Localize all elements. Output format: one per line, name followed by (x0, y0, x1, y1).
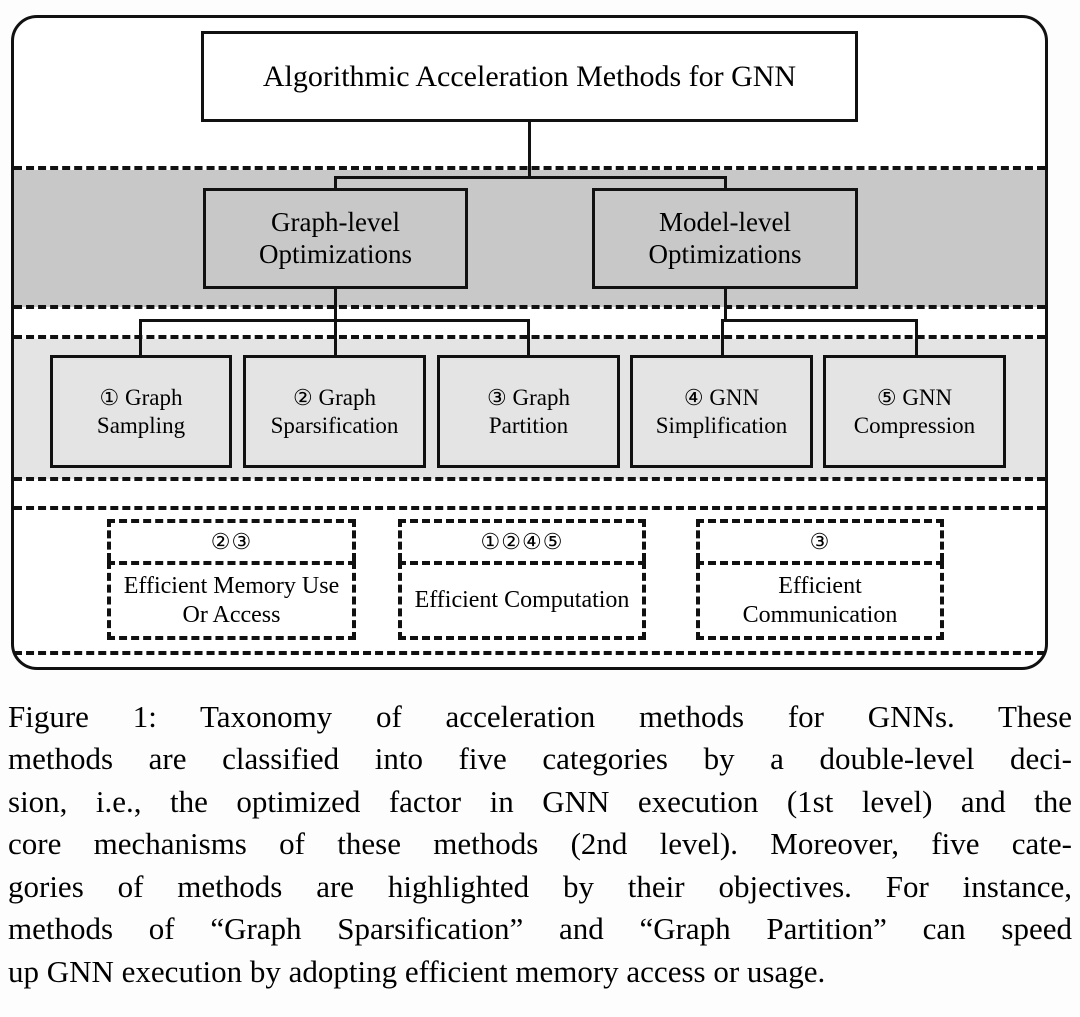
node-graph-level-label: Graph-level Optimizations (206, 207, 465, 271)
objective-communication-line1: Efficient (778, 572, 862, 599)
connector-graph-level-stem (334, 289, 337, 321)
connector-model-level-stem (724, 289, 727, 321)
node-graph-partition[interactable]: ③ Graph Partition (437, 355, 620, 468)
node-model-level-label: Model-level Optimizations (595, 207, 855, 271)
caption-line-2: methods are classified into five categor… (8, 741, 1072, 777)
node-graph-partition-line2: Partition (488, 412, 569, 438)
connector-to-leaf-3 (527, 319, 530, 356)
node-graph-sparsification-line2: Sparsification (270, 412, 399, 438)
node-graph-sparsification[interactable]: ② Graph Sparsification (243, 355, 426, 468)
circled-number-1: ① (99, 385, 120, 411)
node-model-level-line1: Model-level (659, 206, 791, 237)
node-graph-sparsification-line1: Graph (318, 385, 376, 411)
node-graph-level-line2: Optimizations (259, 238, 412, 269)
node-root[interactable]: Algorithmic Acceleration Methods for GNN (201, 31, 858, 122)
objective-computation-line2: Computation (504, 587, 630, 614)
objective-efficient-communication[interactable]: ③ Efficient Communication (696, 519, 944, 640)
caption-line-6: methods of “Graph Sparsification” and “G… (8, 911, 1072, 947)
objective-efficient-computation[interactable]: ①②④⑤ Efficient Computation (398, 519, 646, 640)
node-graph-sampling-line1: Graph (124, 385, 183, 411)
node-graph-partition-line1: Graph (512, 385, 570, 411)
node-graph-sampling-line2: Sampling (96, 412, 186, 438)
objective-computation-tags: ①②④⑤ (398, 519, 646, 561)
node-gnn-simplification[interactable]: ④ GNN Simplification (630, 355, 813, 468)
connector-to-leaf-5 (915, 319, 918, 356)
node-gnn-simplification-line1: GNN (709, 385, 760, 411)
connector-root-stem (528, 122, 531, 179)
node-graph-sampling[interactable]: ① Graph Sampling (50, 355, 232, 468)
connector-to-graph-level (334, 176, 337, 190)
node-graph-level-line1: Graph-level (271, 206, 400, 237)
objective-memory-body: Efficient Memory Use Or Access (107, 561, 356, 640)
objective-computation-line1: Efficient (414, 587, 499, 614)
connector-to-leaf-4 (721, 319, 724, 356)
figure-caption: Figure 1: Taxonomy of acceleration metho… (8, 696, 1072, 993)
node-model-level-optimizations[interactable]: Model-level Optimizations (592, 188, 858, 289)
connector-to-leaf-1 (139, 319, 142, 356)
objective-memory-line1: Efficient Memory (123, 572, 296, 599)
objective-memory-line2: Use Or Access (182, 572, 340, 628)
node-root-label: Algorithmic Acceleration Methods for GNN (262, 59, 797, 93)
caption-line-1: Figure 1: Taxonomy of acceleration metho… (8, 699, 1072, 734)
connector-to-leaf-2 (334, 319, 337, 356)
caption-line-7: up GNN execution by adopting efficient m… (8, 953, 826, 989)
separator-6 (14, 651, 1045, 655)
node-graph-level-optimizations[interactable]: Graph-level Optimizations (203, 188, 468, 289)
separator-5 (14, 506, 1045, 510)
node-gnn-compression[interactable]: ⑤ GNN Compression (823, 355, 1006, 468)
objective-communication-body: Efficient Communication (696, 561, 944, 640)
connector-model-children-bus (721, 319, 918, 322)
separator-2 (14, 305, 1045, 309)
objective-communication-tags: ③ (696, 519, 944, 561)
caption-line-3: sion, i.e., the optimized factor in GNN … (8, 783, 1072, 819)
circled-number-4: ④ (683, 385, 704, 411)
separator-4 (14, 477, 1045, 481)
caption-line-5: gories of methods are highlighted by the… (8, 868, 1072, 904)
node-gnn-simplification-line2: Simplification (655, 412, 788, 438)
objective-communication-line2: Communication (742, 601, 898, 628)
connector-to-model-level (724, 176, 727, 190)
node-gnn-compression-line1: GNN (902, 385, 953, 411)
node-model-level-line2: Optimizations (648, 238, 802, 269)
circled-number-2: ② (293, 385, 313, 411)
objective-computation-body: Efficient Computation (398, 561, 646, 640)
caption-line-4: core mechanisms of these methods (2nd le… (8, 826, 1072, 862)
circled-number-5: ⑤ (876, 385, 897, 411)
taxonomy-figure: Algorithmic Acceleration Methods for GNN… (11, 15, 1048, 670)
objective-memory-tags: ②③ (107, 519, 356, 561)
circled-number-3: ③ (487, 385, 507, 411)
connector-level1-bus (334, 176, 727, 179)
band-level1-optimizations (14, 170, 1045, 307)
objective-efficient-memory[interactable]: ②③ Efficient Memory Use Or Access (107, 519, 356, 640)
node-gnn-compression-line2: Compression (853, 412, 976, 438)
